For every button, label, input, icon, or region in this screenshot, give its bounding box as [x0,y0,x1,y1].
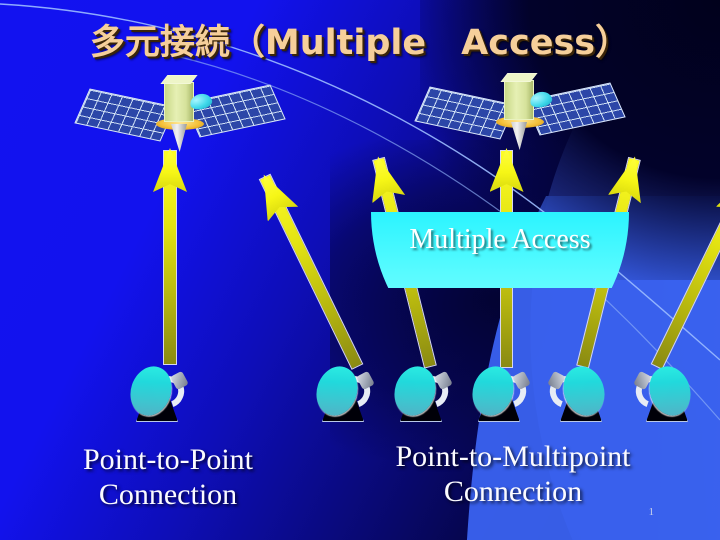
solar-panel-icon [74,88,176,142]
page-number: 1 [648,506,655,518]
caption-line-1: Point-to-Point [82,443,254,476]
multiple-access-label: Multiple Access [409,224,591,255]
satellite-body [164,82,194,122]
ground-station-3 [388,361,462,422]
satellite-right [414,73,626,156]
ground-station-5 [540,361,611,422]
solar-panel-icon [414,86,516,140]
caption-point-to-point: Point-to-Point Connection [18,443,318,513]
caption-point-to-multipoint: Point-to-Multipoint Connection [348,440,678,510]
satellite-antenna-cone-icon [511,122,527,150]
solar-panel-icon [524,82,626,136]
caption-line-1: Point-to-Multipoint [395,440,631,473]
satellite-antenna-cone-icon [171,124,187,152]
ground-station-1 [124,361,198,422]
solar-panel-icon [184,84,286,138]
slide-title: 多元接続（Multiple Access） [89,23,631,63]
beam-arrow-point-to-point [153,148,187,365]
satellite-left [74,75,286,158]
caption-line-2: Connection [443,474,583,508]
multiple-access-footprint [371,212,629,288]
ground-station-6 [626,361,697,422]
ground-station-4 [466,361,540,422]
caption-line-2: Connection [98,477,238,511]
ground-station-2 [310,361,384,422]
